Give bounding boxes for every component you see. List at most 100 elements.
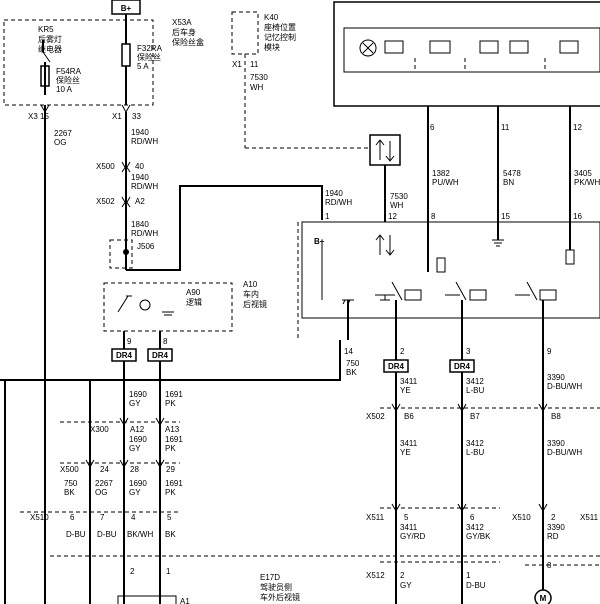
data-link-box [369,134,401,166]
conn-x502b-b8: B8 [551,412,561,421]
seat-module-code: K40 [264,13,279,22]
wire-3405-num: 3405 [574,169,592,178]
conn-x510-p4: 4 [131,513,136,522]
wire-1840-num: 1840 [131,220,149,229]
mirror-e17d-name-2: 车外后视镜 [260,592,300,602]
pin-e-a1: A1 [180,597,190,604]
wire-750-bk [0,340,341,381]
fuse-f32-symbol [121,43,131,67]
relay-name-1: 后雾灯 [38,34,62,44]
pin-12b: 12 [388,212,397,221]
dr4-label-4: DR4 [454,362,471,371]
wire-3412a-color: L-BU [466,386,484,395]
wire-1691c-num: 1691 [165,479,183,488]
conn-x300-a12: A12 [130,425,145,434]
conn-x511-p5: 5 [404,513,409,522]
conn-x510: X510 [30,513,49,522]
conn-x511-p6: 6 [470,513,475,522]
conn-x502: X502 [96,197,115,206]
wire-2267b-color: OG [95,488,107,497]
wire-2267-color: OG [54,138,66,147]
wire-1691a-color: PK [165,399,176,408]
mirror-light-icon [139,299,151,311]
wire-750-num: 750 [346,359,360,368]
wire-3412c-num: 3412 [466,523,484,532]
conn-x511b: X511 [580,513,599,522]
switch-gnd-1 [375,294,395,301]
mirror-bplus: B+ [314,237,325,246]
wire-1940b-num: 1940 [131,173,149,182]
relay-code: KR5 [38,25,54,34]
switch-contact-2 [455,281,467,301]
conn-x1b: X1 [232,60,242,69]
wire-1690b-num: 1690 [129,435,147,444]
wire-3411c-num: 3411 [400,523,418,532]
conn-x3: X3 [28,112,38,121]
conn-x510b-p2: 2 [551,513,556,522]
conn-x502b: X502 [366,412,385,421]
conn-x502b-b6: B6 [404,412,414,421]
mirror-code: A10 [243,280,258,289]
pin-12: 12 [573,123,582,132]
wire-7530-num: 7530 [250,73,268,82]
wire-7530b-num: 7530 [390,192,408,201]
conn-x500: X500 [96,162,115,171]
wire-1691c-color: PK [165,488,176,497]
switch-module-frame [333,1,600,107]
switch-panel [343,27,600,73]
conn-j506: J506 [137,242,155,251]
wire-7530-color: WH [250,83,264,92]
wire-3411a-color: YE [400,386,411,395]
wire-3411c-color: GY/RD [400,532,426,541]
relay-name-2: 继电器 [38,44,62,54]
wire-1940-to-mirror [126,185,323,271]
switch-mirror-icon-1 [404,289,422,301]
mirror-logic-name: 逻辑 [186,297,202,307]
conn-x1b-pin: 11 [250,60,259,69]
mirror-switch-icon [117,295,132,313]
mirror-icon-4 [509,40,529,54]
wire-1940b-color: RD/WH [131,182,158,191]
mirror-icon-2 [429,40,451,54]
fuse-f54-name: 保险丝 [56,75,80,85]
wire-3412b-num: 3412 [466,439,484,448]
conn-x300: X300 [90,425,109,434]
wire-3412a-num: 3412 [466,377,484,386]
fuse-f54-rating: 10 A [56,85,73,94]
pin-3: 3 [466,347,471,356]
wire-3405-color: PK/WH [574,178,600,187]
conn-x510-p6: 6 [70,513,75,522]
fuse-f32-rating: 5 A [137,62,149,71]
conn-x510b: X510 [512,513,531,522]
seat-module-name-1: 座椅位置 [264,22,296,32]
power-label: B+ [121,4,132,13]
seat-module-frame [231,11,259,55]
wire-1690b-color: GY [129,444,141,453]
fuse-f54-code: F54RA [56,67,82,76]
wire-3412b-color: L-BU [466,448,484,457]
dr4-label-2: DR4 [152,351,169,360]
mirror-icon-1 [384,40,404,54]
wire-3390b-color: D-BU/WH [547,448,582,457]
pin-e-2: 2 [130,567,135,576]
mirror-name-2: 后视镜 [243,299,267,309]
conn-x512: X512 [366,571,385,580]
conn-x500b-p24: 24 [100,465,109,474]
pin-1: 1 [325,212,330,221]
wire-750-color: BK [346,368,357,377]
wire-3411a-num: 3411 [400,377,418,386]
mirror-icon-5 [559,40,579,54]
pin-16: 16 [573,212,582,221]
fuse-f32-name: 保险丝 [137,52,161,62]
pin-15: 15 [501,212,510,221]
resistor-icon-2 [565,249,575,265]
pin-14: 14 [344,347,353,356]
wire-1691b-color: PK [165,444,176,453]
conn-x510-p5: 5 [167,513,172,522]
mirror-icon-3 [479,40,499,54]
wire-dbu-1: D-BU [66,530,86,539]
wire-750b-color: BK [64,488,75,497]
wire-dbu-2: D-BU [97,530,117,539]
mirror-e17d-code: E17D [260,573,280,582]
